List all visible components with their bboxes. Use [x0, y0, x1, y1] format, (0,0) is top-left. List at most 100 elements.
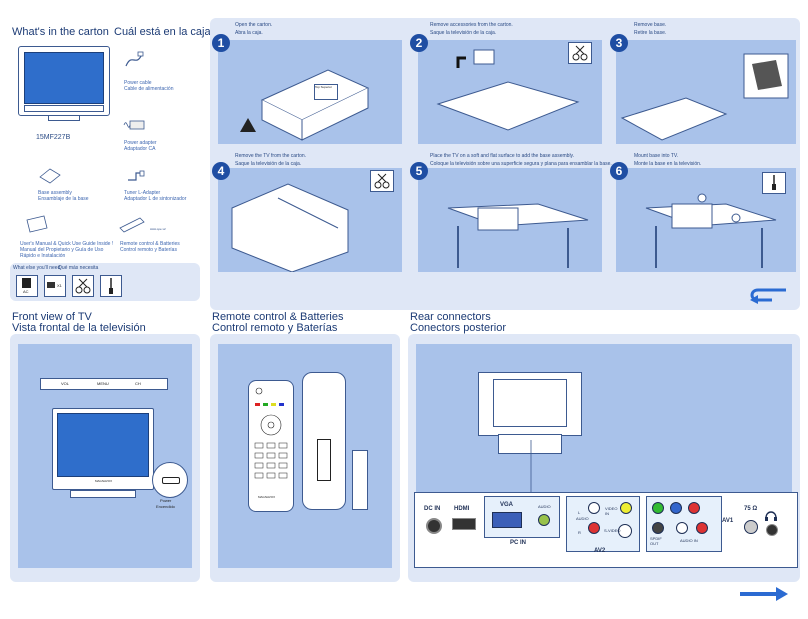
remote-title-es: Control remoto y Baterías	[212, 322, 338, 334]
step-6-es: Monte la base en la televisión.	[634, 161, 702, 167]
carton-title-en: What's in the carton	[12, 26, 109, 38]
need-title-en: What else you'll need	[13, 265, 61, 271]
front-title-es: Vista frontal de la televisión	[12, 322, 146, 334]
av2-r-label: R	[578, 530, 581, 535]
remote-brand: MAGNAVOX	[258, 495, 276, 499]
av2-l-label: L	[578, 510, 581, 515]
dc-in-port	[426, 518, 442, 534]
pc-audio-label: AUDIO	[538, 504, 551, 509]
power-cable-icon	[124, 50, 144, 70]
tv-screen	[24, 52, 104, 104]
remote-batteries-icon	[118, 214, 148, 234]
step-6-number: 6	[610, 162, 628, 180]
next-arrow-icon	[738, 586, 790, 602]
headphone-port	[766, 524, 778, 536]
remote-title-en: Remote control & Batteries	[212, 311, 344, 323]
step-3-number: 3	[610, 34, 628, 52]
tuner-adapter-icon	[126, 170, 146, 184]
step-5-number: 5	[410, 162, 428, 180]
av2-video-port	[620, 502, 632, 514]
step-1-photo	[218, 40, 402, 144]
item-base-es: Ensamblaje de la base	[38, 196, 89, 202]
step-5-photo	[418, 168, 602, 272]
step-5-en: Place the TV on a soft and flat surface …	[430, 153, 575, 159]
step-5-es: Coloque la televisión sobre una superfic…	[430, 161, 612, 167]
av2-video-in-label: VIDEO IN	[605, 506, 618, 516]
av1-audio-in-label: AUDIO IN	[680, 538, 698, 543]
av1-y-port	[652, 502, 664, 514]
bar-ch-label: CH	[135, 381, 141, 386]
step-6-screwdriver-icon	[762, 172, 786, 194]
step-3-photo	[616, 40, 796, 144]
step-4-number: 4	[212, 162, 230, 180]
step-4-es: Saque la televisión de la caja.	[235, 161, 302, 167]
antenna-label: 75 Ω	[744, 506, 758, 512]
tv-stand	[48, 116, 80, 121]
tv-illustration	[18, 46, 110, 116]
front-tv: MAGNAVOX	[52, 408, 154, 490]
av2-svideo-port	[618, 524, 632, 538]
rear-tv	[478, 372, 582, 436]
bar-vol-label: VOL	[61, 381, 70, 386]
spdif-port	[652, 522, 664, 534]
step-2-en: Remove accessories from the carton.	[430, 22, 513, 28]
step-2-es: Saque la televisión de la caja.	[430, 30, 497, 36]
power-button-zoom	[152, 462, 188, 498]
av2-audio-r-port	[588, 522, 600, 534]
vga-port	[492, 512, 522, 528]
pc-audio-port	[538, 514, 550, 526]
av1-pb-port	[670, 502, 682, 514]
hdmi-label: HDMI	[454, 506, 470, 512]
av2-svideo-label: S-VIDEO	[604, 528, 621, 533]
remote-front: MAGNAVOX	[248, 380, 294, 512]
screwdriver-icon	[100, 275, 122, 297]
battery-compartment	[317, 439, 331, 481]
step-1-es: Abra la caja.	[235, 30, 263, 36]
step-3-es: Retire la base.	[634, 30, 667, 36]
need-x1-label: X1	[57, 283, 62, 288]
hdmi-port	[452, 518, 476, 530]
rear-tv-stand	[498, 434, 562, 454]
step-2-number: 2	[410, 34, 428, 52]
dc-in-label: DC IN	[424, 506, 441, 512]
antenna-port	[744, 520, 758, 534]
av1-audio-r-port	[696, 522, 708, 534]
av2-audio-label: AUDIO	[576, 516, 589, 521]
power-label-es: Encendido	[156, 504, 175, 509]
step-1-en: Open the carton.	[235, 22, 273, 28]
item-power-adapter-es: Adaptador CA	[124, 146, 156, 152]
battery-label: AAA ope x2	[150, 227, 166, 231]
item-power-cable-es: Cable de alimentación	[124, 86, 174, 92]
base-assembly-icon	[36, 165, 62, 187]
front-control-bar: VOL MENU CH	[40, 378, 168, 390]
av2-label: AV2	[594, 548, 606, 554]
rear-title-es: Conectors posterior	[410, 322, 506, 334]
step-1-top-tag: Top Superior	[314, 84, 338, 100]
carton-title-es: Cuál está en la caja	[114, 26, 211, 38]
item-tuner-es: Adaptador L de sintonizador	[124, 196, 187, 202]
av1-audio-l-port	[676, 522, 688, 534]
item-base-en: Base assembly	[38, 190, 72, 196]
step-2-scissors-icon	[568, 42, 592, 64]
step-1-number: 1	[212, 34, 230, 52]
step-6-en: Mount base into TV.	[634, 153, 679, 159]
spdif-label: SPDIF OUT	[650, 536, 662, 546]
vga-label: VGA	[500, 502, 514, 508]
item-manual-en: User's Manual & Quick Use Guide Inside !	[20, 241, 114, 247]
power-label-en: Power	[160, 498, 172, 503]
battery-icon: X1	[44, 275, 66, 297]
need-ac-label: AC	[23, 289, 29, 294]
front-title-en: Front view of TV	[12, 311, 92, 323]
item-tuner-en: Tuner L-Adapter	[124, 190, 161, 196]
front-tv-brand: MAGNAVOX	[95, 479, 113, 483]
power-adapter-icon	[122, 115, 148, 135]
av2-audio-l-port	[588, 502, 600, 514]
power-outlet-icon: AC	[16, 275, 38, 297]
av1-pr-port	[688, 502, 700, 514]
scissors-icon	[72, 275, 94, 297]
step-4-en: Remove the TV from the carton.	[235, 153, 307, 159]
item-power-adapter-en: Power adapter	[124, 140, 157, 146]
step-4-scissors-icon	[370, 170, 394, 192]
battery-cover	[352, 450, 368, 510]
item-remote-es: Control remoto y Baterías	[120, 247, 177, 253]
